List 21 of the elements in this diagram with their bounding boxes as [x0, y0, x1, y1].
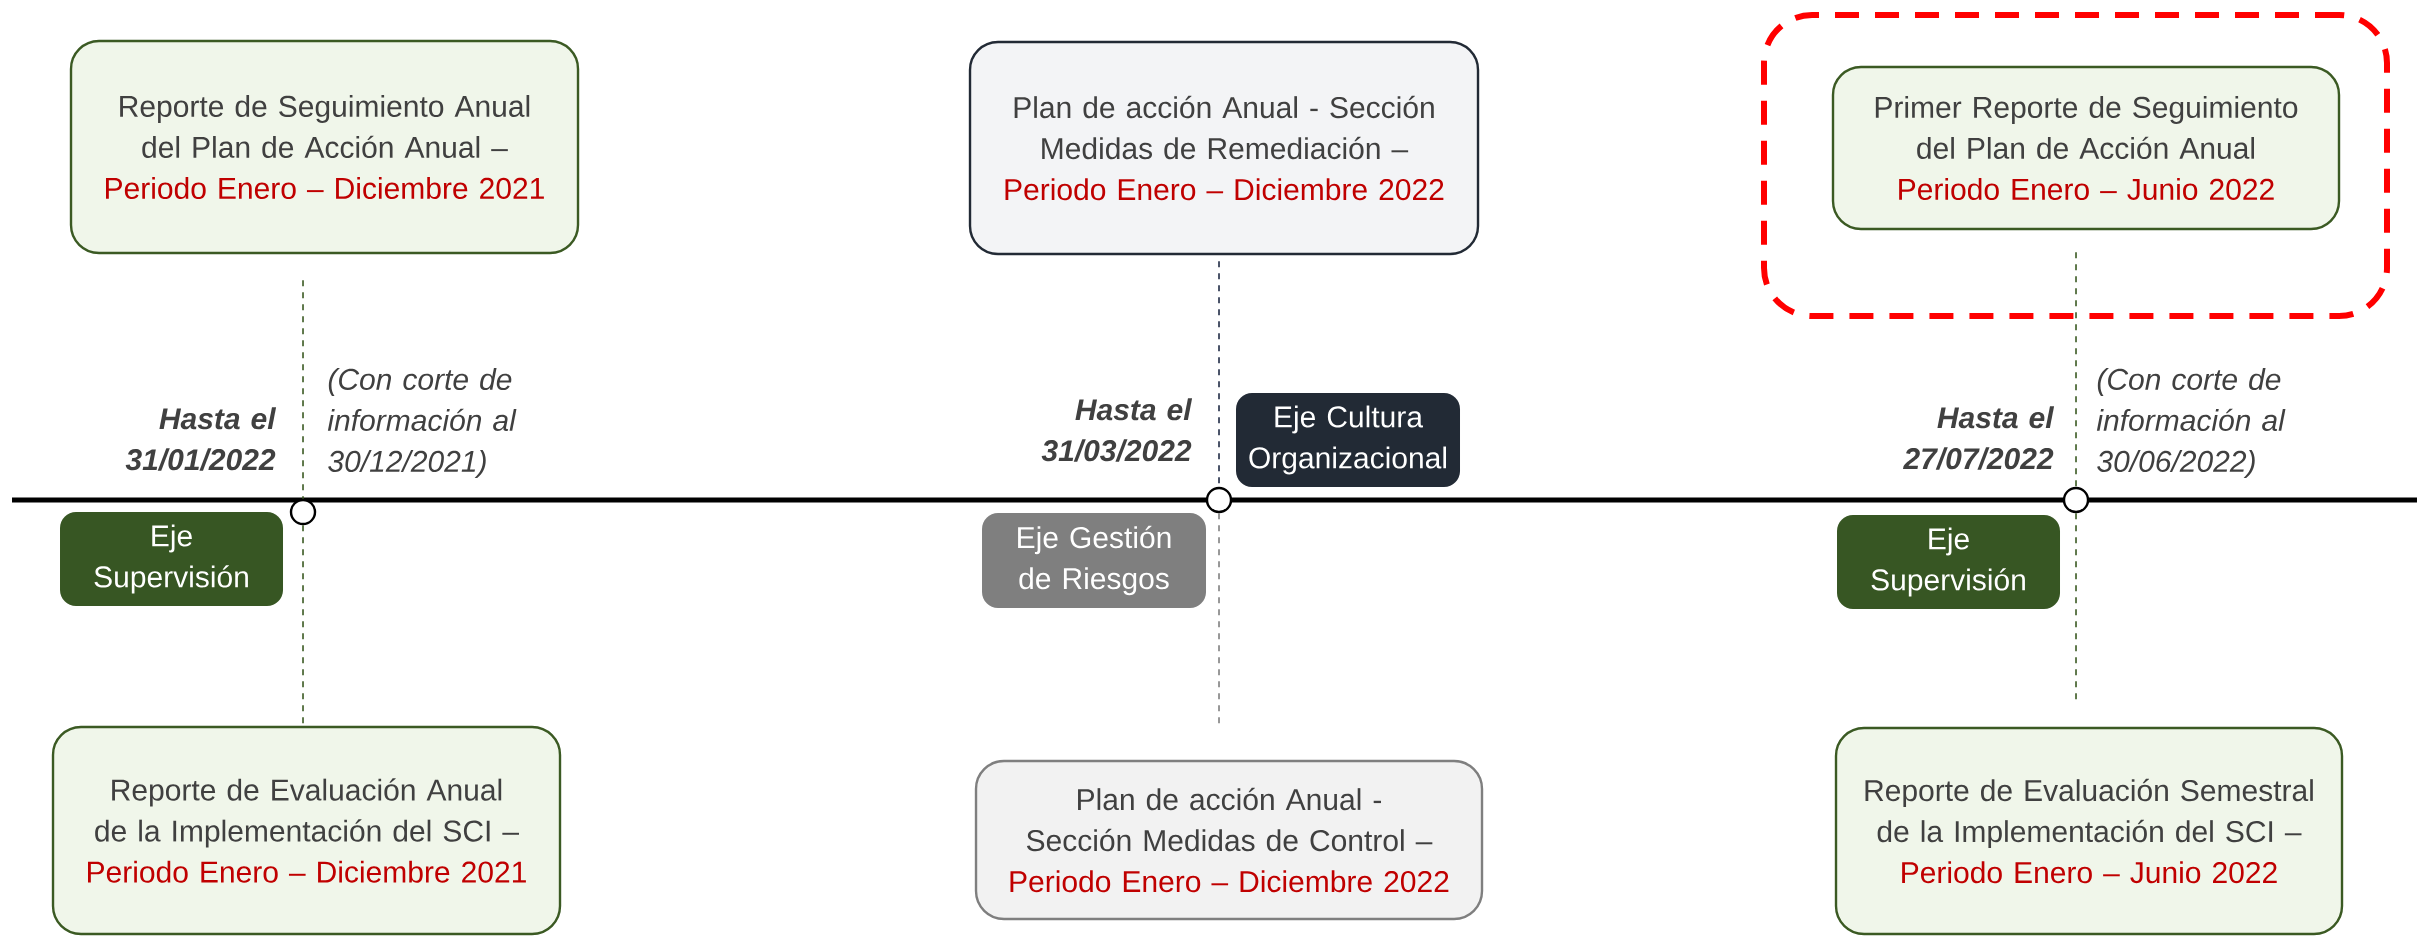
plan-box: Plan de acción Anual - Sección Medidas de Control – Periodo Enero – Diciembre 2022	[974, 759, 1484, 921]
milestone-circle	[289, 498, 317, 526]
report-box: Reporte de Evaluación Anual de la Implementación del SCI – Periodo Enero – Diciembre 2021	[51, 725, 562, 936]
date-label: Hasta el 27/07/2022	[1903, 406, 2055, 470]
milestone-circle	[2062, 486, 2090, 514]
connector-line	[2075, 251, 2077, 488]
milestone-circle	[1205, 486, 1233, 514]
note-label: (Con corte de información al 30/12/2021)	[327, 368, 517, 478]
axis-tag: Eje Supervisión	[60, 512, 283, 606]
report-box: Reporte de Seguimiento Anual del Plan de Acción Anual – Periodo Enero – Diciembre 2021	[69, 39, 580, 255]
plan-box: Plan de acción Anual - Sección Medidas de Remediación – Periodo Enero – Diciembre 2022	[968, 40, 1480, 256]
axis-tag: Eje Supervisión	[1837, 515, 2060, 609]
connector-line	[302, 279, 304, 500]
report-box: Primer Reporte de Seguimiento del Plan de Acción Anual Periodo Enero – Junio 2022	[1831, 65, 2341, 231]
report-box: Reporte de Evaluación Semestral de la Implementación del SCI – Periodo Enero – Junio 2022	[1834, 726, 2344, 936]
date-label: Hasta el 31/03/2022	[1041, 398, 1193, 462]
date-label: Hasta el 31/01/2022	[125, 407, 277, 471]
axis-tag: Eje Cultura Organizacional	[1236, 393, 1460, 487]
note-label: (Con corte de información al 30/06/2022)	[2096, 368, 2286, 478]
highlight-frame	[1761, 12, 2390, 319]
axis-tag: Eje Gestión de Riesgos	[982, 513, 1206, 608]
